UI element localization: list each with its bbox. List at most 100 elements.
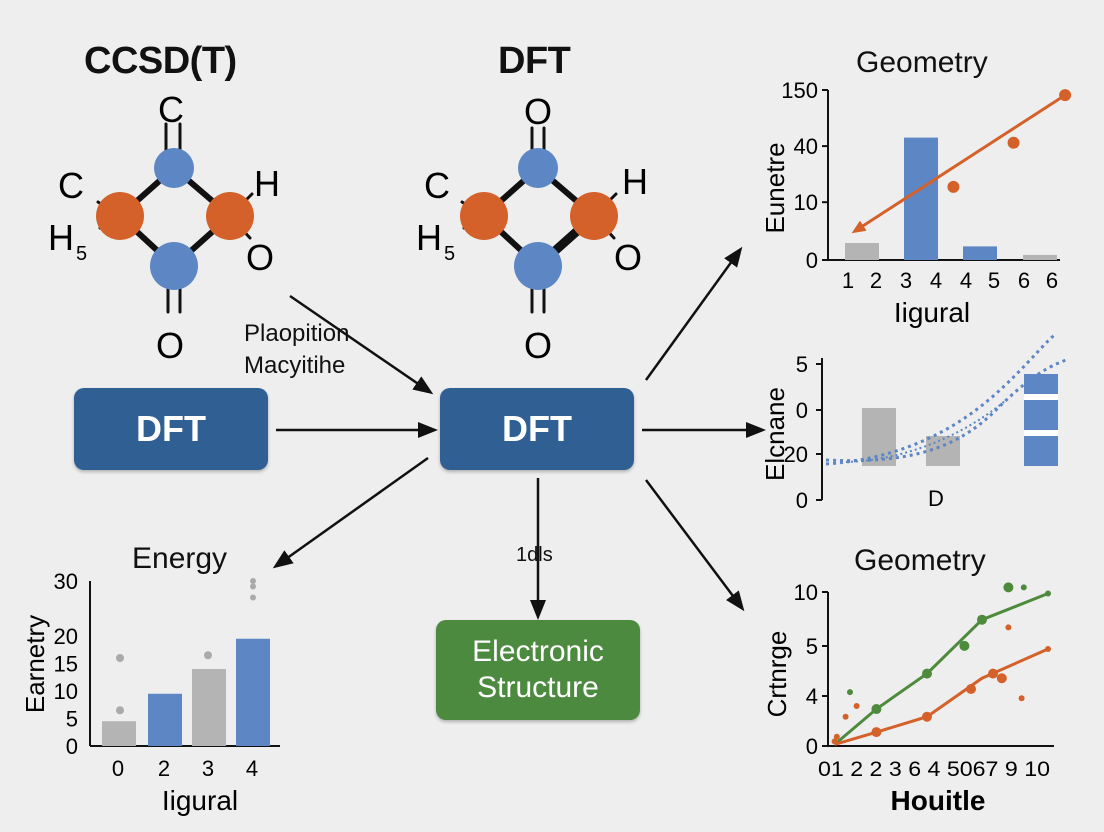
y-tick-label: 5 xyxy=(66,707,78,732)
y-tick-label: 10 xyxy=(794,190,818,215)
atom-label: C xyxy=(58,165,84,206)
atom-label: H xyxy=(622,161,648,202)
geometry-point xyxy=(1059,89,1072,102)
orange-series-point xyxy=(988,668,998,679)
y-tick-label: 10 xyxy=(54,679,78,704)
x-tick-label: 2 xyxy=(870,268,882,293)
x-tick-label: 5 xyxy=(988,268,1000,293)
y-axis-label: Earnetry xyxy=(20,615,50,713)
geometry-top-title: Geometry xyxy=(856,46,988,79)
arrow-label-line1: Plaopition xyxy=(244,320,350,347)
energy-dot xyxy=(116,706,124,715)
molecule-right: O C H 5 H O O xyxy=(416,91,648,366)
electronic-line2: Structure xyxy=(477,671,599,704)
geometry-point xyxy=(1007,136,1020,149)
atom-label: O xyxy=(614,237,642,278)
x-tick-label: 4 xyxy=(960,268,972,293)
dft-title: DFT xyxy=(498,40,571,82)
x-tick-label: 0 xyxy=(112,756,124,781)
geometry-bar xyxy=(845,243,879,260)
x-tick-labels: 01 2 2 3 6 4 5067 9 10 xyxy=(818,758,1050,781)
y-axis-label: Eunetre xyxy=(760,142,790,233)
arrow-label-line2: Macyitihe xyxy=(244,352,346,379)
x-axis-label: D xyxy=(928,486,944,511)
elcnane-bar-gap xyxy=(1024,394,1058,400)
y-tick-label: 0 xyxy=(796,488,808,513)
atom-blue xyxy=(518,148,558,188)
atom-orange xyxy=(96,192,144,240)
green-series-line xyxy=(833,592,1049,746)
orange-series-point xyxy=(853,702,860,709)
x-tick-label: 1 xyxy=(842,268,854,293)
orange-series-point xyxy=(1005,624,1012,631)
geometry-bar xyxy=(1023,254,1057,260)
orange-series-point xyxy=(871,727,882,738)
atom-label: H xyxy=(48,217,74,258)
geometry-bottom-title: Geometry xyxy=(854,544,986,577)
atom-label: O xyxy=(524,325,552,366)
energy-dot xyxy=(250,578,256,584)
ccsdt-title: CCSD(T) xyxy=(84,40,237,82)
arrow-dft-to-energy xyxy=(272,456,429,569)
elcnane-bar-gap xyxy=(1024,430,1058,436)
x-tick-label: 3 xyxy=(900,268,912,293)
x-axis-label: Iigural xyxy=(162,785,238,816)
x-tick-label: 3 xyxy=(202,756,214,781)
atom-label: O xyxy=(246,237,274,278)
orange-series-point xyxy=(831,738,838,745)
geometry-bar xyxy=(904,137,938,260)
y-tick-label: 5 xyxy=(796,352,808,377)
x-tick-label: 2 xyxy=(158,756,170,781)
y-tick-label: 20 xyxy=(54,624,78,649)
atom-orange xyxy=(570,192,618,240)
orange-series-point xyxy=(833,733,840,740)
energy-bar xyxy=(192,669,226,746)
arrow-label: Plaopition Macyitihe xyxy=(244,318,349,382)
y-tick-label: 0 xyxy=(796,398,808,423)
x-axis-label: Iigural xyxy=(894,297,970,328)
down-arrow-label: 1dlѕ xyxy=(516,544,553,566)
green-series-point xyxy=(977,614,987,625)
atom-label: C xyxy=(158,89,184,130)
atom-label: H xyxy=(254,163,280,204)
energy-bar xyxy=(148,693,182,746)
energy-dot xyxy=(250,583,256,590)
green-series-point xyxy=(1020,584,1027,591)
y-tick-label: 15 xyxy=(54,652,78,677)
energy-bar xyxy=(236,638,270,746)
elcnane-dotted-curve xyxy=(825,332,1057,466)
orange-series-point xyxy=(1018,695,1025,702)
atom-label: 5 xyxy=(76,243,87,265)
atom-label: H xyxy=(416,217,442,258)
y-tick-label: 5 xyxy=(806,634,818,659)
orange-series-point xyxy=(922,711,932,722)
arrow-dft-to-geometry xyxy=(644,246,743,381)
geometry-trend-line xyxy=(851,93,1066,234)
atom-label: 5 xyxy=(444,243,455,265)
y-tick-label: 40 xyxy=(794,134,818,159)
y-tick-label: 0 xyxy=(806,734,818,759)
x-tick-label: 6 xyxy=(1018,268,1030,293)
green-series-point xyxy=(871,704,882,715)
y-tick-label: 30 xyxy=(54,570,78,594)
electronic-line1: Electronic xyxy=(472,635,604,668)
dft-box-center[interactable]: DFT xyxy=(440,388,634,470)
orange-series-point xyxy=(996,673,1007,684)
arrow-molecule-to-dft xyxy=(289,294,434,395)
atom-label: C xyxy=(424,165,450,206)
orange-series-point xyxy=(842,713,849,720)
elcnane-bar xyxy=(1024,374,1058,466)
orange-series-point xyxy=(966,684,976,695)
y-tick-label: 0 xyxy=(806,248,818,273)
y-axis-label: Elcnane xyxy=(760,387,790,481)
energy-chart-title: Energy xyxy=(132,542,228,575)
geometry-point xyxy=(947,180,960,193)
orange-series-line xyxy=(834,647,1049,746)
electronic-structure-box[interactable]: Electronic Structure xyxy=(436,620,640,720)
green-series-point xyxy=(1003,582,1014,593)
dft-box-left[interactable]: DFT xyxy=(74,388,268,470)
arrow-dft-to-geometry-bottom xyxy=(645,479,745,612)
x-tick-label: 4 xyxy=(930,268,942,293)
